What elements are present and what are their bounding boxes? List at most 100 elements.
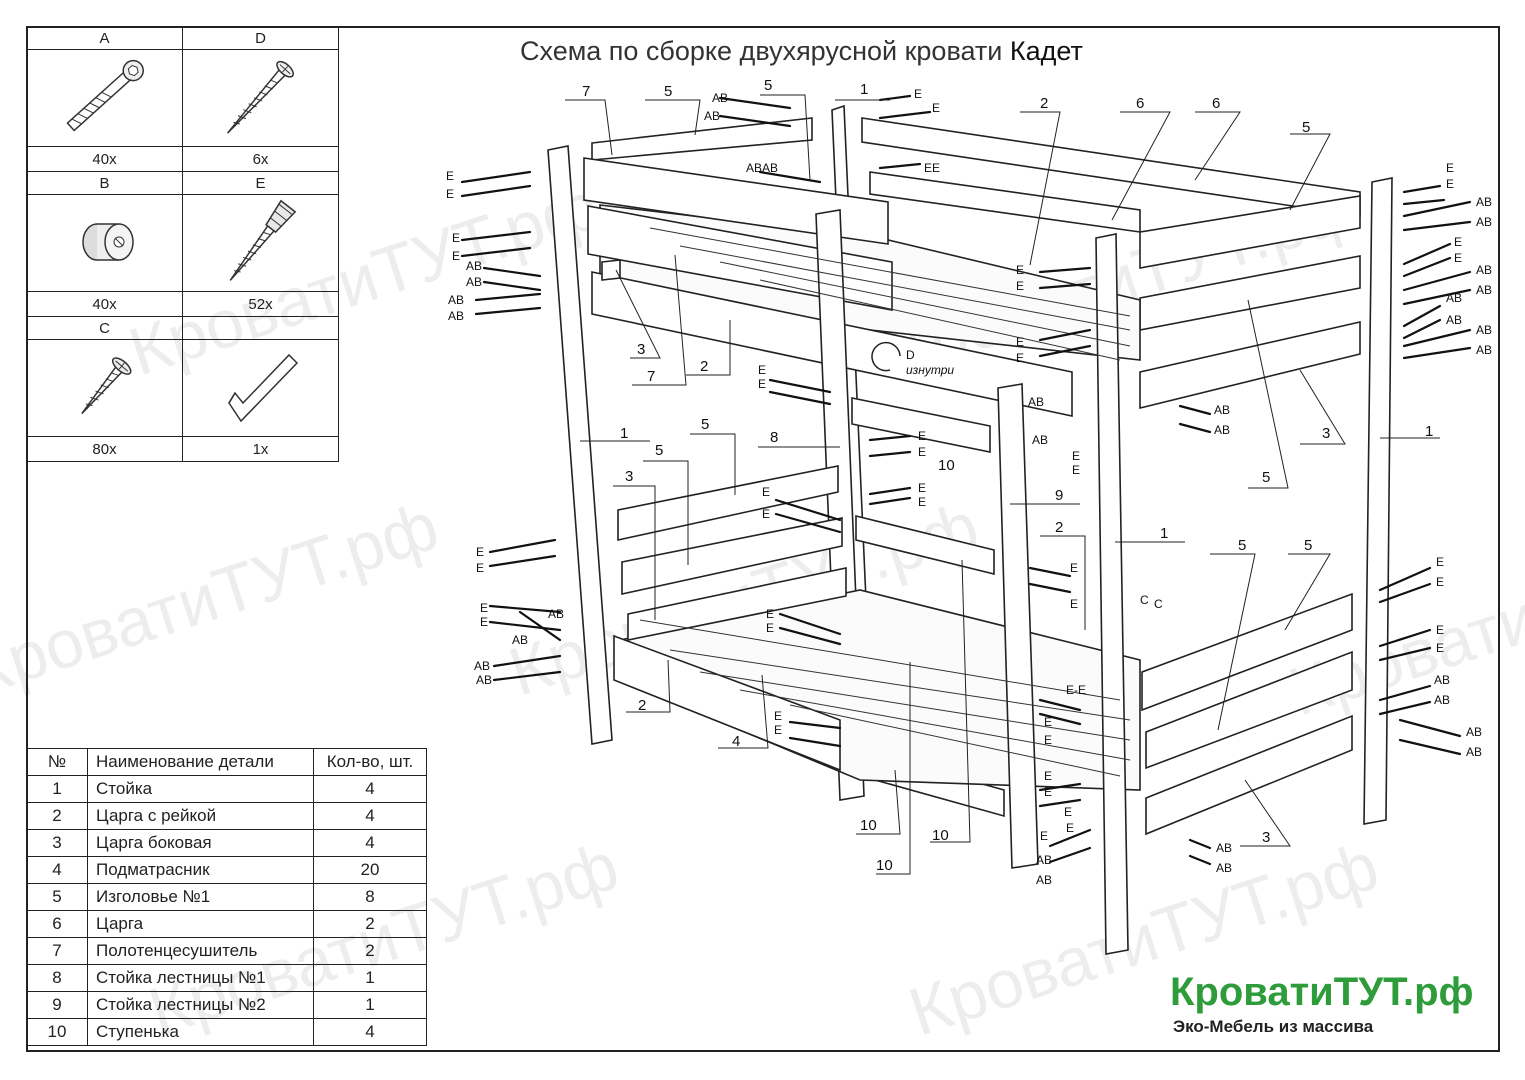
svg-text:10: 10 xyxy=(938,457,955,474)
svg-text:E: E xyxy=(1044,733,1052,747)
row-name: Царга xyxy=(87,910,314,938)
svg-text:8: 8 xyxy=(770,429,778,446)
fastener-code-a: A xyxy=(26,26,183,50)
screw-lines xyxy=(460,94,1472,866)
col-qty-header: Кол-во, шт. xyxy=(313,748,427,776)
svg-text:AB: AB xyxy=(466,259,482,273)
svg-text:AB: AB xyxy=(1036,873,1052,887)
svg-text:E: E xyxy=(1044,715,1052,729)
row-qty: 2 xyxy=(313,910,427,938)
svg-text:5: 5 xyxy=(1302,119,1310,136)
svg-text:E: E xyxy=(1070,561,1078,575)
svg-text:E: E xyxy=(446,187,454,201)
svg-text:7: 7 xyxy=(582,83,590,100)
svg-text:AB: AB xyxy=(704,109,720,123)
panel-5-right-a xyxy=(1141,592,1353,712)
panel-5-upper xyxy=(587,205,893,311)
row-number: 4 xyxy=(26,856,88,884)
short-screw-icon xyxy=(26,339,183,437)
svg-text:10: 10 xyxy=(860,817,877,834)
svg-text:E: E xyxy=(766,621,774,635)
row-name: Подматраcник xyxy=(87,856,314,884)
svg-text:E: E xyxy=(1016,263,1024,277)
panel-7-long xyxy=(583,157,889,245)
svg-text:E: E xyxy=(446,169,454,183)
slat-lines xyxy=(639,227,1131,777)
svg-text:AB: AB xyxy=(474,659,490,673)
col-number-header: № xyxy=(26,748,88,776)
model-name: Кадет xyxy=(1009,36,1083,66)
post-front-left xyxy=(547,145,613,745)
svg-text:AB: AB xyxy=(448,309,464,323)
svg-text:5: 5 xyxy=(1238,537,1246,554)
panel-5-lower-a xyxy=(617,465,839,541)
ladder-post-9 xyxy=(997,383,1039,869)
fastener-code-b: B xyxy=(26,171,183,195)
svg-text:AB: AB xyxy=(1446,291,1462,305)
svg-text:AB: AB xyxy=(1036,853,1052,867)
panel-3-right xyxy=(1145,714,1353,836)
row-number: 5 xyxy=(26,883,88,911)
svg-text:6: 6 xyxy=(1212,95,1220,112)
row-name: Полотенцесушитель xyxy=(87,937,314,965)
svg-text:1: 1 xyxy=(1425,423,1433,440)
svg-text:ABAB: ABAB xyxy=(746,161,778,175)
svg-text:2: 2 xyxy=(1040,95,1048,112)
step-10-2 xyxy=(855,514,995,576)
svg-text:E: E xyxy=(1446,161,1454,175)
panel-6-mid xyxy=(869,171,1141,233)
panel-3-lower xyxy=(627,567,847,641)
svg-text:5: 5 xyxy=(1304,537,1312,554)
fastener-labels: EE EE ABAB ABAB ABAB ABAB EE EE EE EE EE… xyxy=(446,87,1492,887)
row-name: Стойка лестницы №2 xyxy=(87,991,314,1019)
svg-text:AB: AB xyxy=(1028,395,1044,409)
callout-leaders xyxy=(565,94,1440,875)
svg-text:E: E xyxy=(1436,623,1444,637)
svg-text:E: E xyxy=(1436,555,1444,569)
svg-text:AB: AB xyxy=(476,673,492,687)
annotation-d: D xyxy=(906,348,915,362)
svg-text:E: E xyxy=(1044,769,1052,783)
drawing-frame xyxy=(26,26,1500,1052)
svg-text:E-E: E-E xyxy=(1066,683,1086,697)
svg-text:AB: AB xyxy=(1434,693,1450,707)
row-qty: 1 xyxy=(313,964,427,992)
svg-text:E: E xyxy=(758,363,766,377)
svg-text:E: E xyxy=(918,445,926,459)
svg-text:3: 3 xyxy=(1262,829,1270,846)
annotation-inside: изнутри xyxy=(906,363,954,377)
row-qty: 4 xyxy=(313,802,427,830)
svg-text:5: 5 xyxy=(701,416,709,433)
svg-text:2: 2 xyxy=(638,697,646,714)
part-numbers: 7 5 5 1 2 6 6 5 3 7 2 1 5 5 3 8 10 9 2 1… xyxy=(582,77,1433,874)
svg-text:AB: AB xyxy=(548,607,564,621)
svg-text:E: E xyxy=(914,87,922,101)
row-number: 9 xyxy=(26,991,88,1019)
post-front-right xyxy=(1095,233,1129,955)
svg-text:9: 9 xyxy=(1055,487,1063,504)
row-name: Стойка лестницы №1 xyxy=(87,964,314,992)
svg-text:E: E xyxy=(762,485,770,499)
svg-text:1: 1 xyxy=(620,425,628,442)
upper-side-back xyxy=(1139,195,1361,269)
svg-text:E: E xyxy=(1436,641,1444,655)
row-qty: 1 xyxy=(313,991,427,1019)
brand-slogan: Эко-Мебель из массива xyxy=(1173,1017,1374,1036)
panel-5-right-b xyxy=(1145,650,1353,770)
svg-text:7: 7 xyxy=(647,368,655,385)
svg-text:E: E xyxy=(1016,335,1024,349)
svg-text:AB: AB xyxy=(1476,343,1492,357)
svg-text:E: E xyxy=(932,101,940,115)
row-number: 6 xyxy=(26,910,88,938)
svg-text:1: 1 xyxy=(860,81,868,98)
row-name: Стойка xyxy=(87,775,314,803)
svg-text:E: E xyxy=(918,429,926,443)
svg-text:2: 2 xyxy=(700,358,708,375)
svg-text:AB: AB xyxy=(1476,215,1492,229)
fasteners-table: A D 40x xyxy=(26,26,339,462)
